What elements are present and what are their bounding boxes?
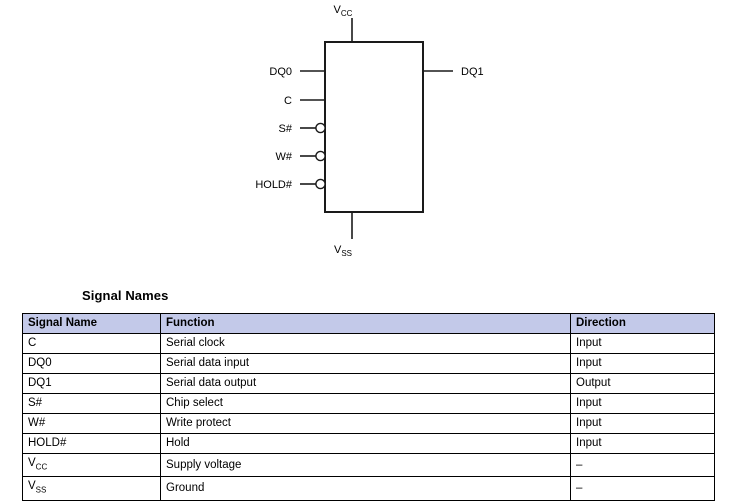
cell-function: Serial clock (160, 333, 571, 354)
dq1-pin-label: DQ1 (461, 66, 484, 78)
signal-names-heading: Signal Names (82, 288, 169, 303)
signal-subscript: SS (35, 485, 47, 495)
s-pin-inversion-bubble (315, 122, 326, 134)
cell-signal-name: HOLD# (22, 433, 161, 454)
vss-pin-label: VSS (334, 244, 352, 258)
cell-signal-name: DQ0 (22, 353, 161, 374)
w-pin-label: W# (276, 151, 293, 163)
s-pin-label: S# (279, 123, 293, 135)
hold-pin-label: HOLD# (255, 179, 293, 191)
cell-function: Ground (160, 476, 571, 501)
cell-function: Write protect (160, 413, 571, 434)
cell-direction: Input (570, 413, 715, 434)
signal-subscript: CC (35, 462, 48, 472)
cell-direction: – (570, 452, 715, 478)
dq0-pin-label: DQ0 (269, 66, 292, 78)
w-pin-inversion-bubble (315, 150, 326, 162)
cell-signal-name: C (22, 333, 161, 354)
column-header-direction: Direction (570, 313, 715, 334)
logic-diagram: VCC DQ0 C S# W# HOLD# DQ1 VSS (255, 4, 484, 258)
cell-direction: – (570, 476, 715, 501)
c-pin-label: C (284, 95, 292, 107)
cell-signal-name: VSS (22, 476, 161, 501)
cell-function: Serial data input (160, 353, 571, 374)
cell-signal-name: DQ1 (22, 373, 161, 394)
column-header-function: Function (160, 313, 571, 334)
vcc-pin-label: VCC (334, 4, 353, 18)
cell-function: Supply voltage (160, 452, 571, 478)
cell-direction: Input (570, 433, 715, 454)
hold-pin-inversion-bubble (315, 178, 326, 190)
cell-function: Chip select (160, 393, 571, 414)
cell-direction: Input (570, 333, 715, 354)
cell-signal-name: W# (22, 413, 161, 434)
table-header-row: Signal Name Function Direction (22, 313, 715, 334)
cell-function: Serial data output (160, 373, 571, 394)
cell-direction: Output (570, 373, 715, 394)
cell-direction: Input (570, 393, 715, 414)
cell-signal-name: VCC (22, 452, 161, 478)
column-header-signal-name: Signal Name (22, 313, 161, 334)
cell-direction: Input (570, 353, 715, 374)
chip-body (324, 41, 424, 213)
cell-function: Hold (160, 433, 571, 454)
cell-signal-name: S# (22, 393, 161, 414)
